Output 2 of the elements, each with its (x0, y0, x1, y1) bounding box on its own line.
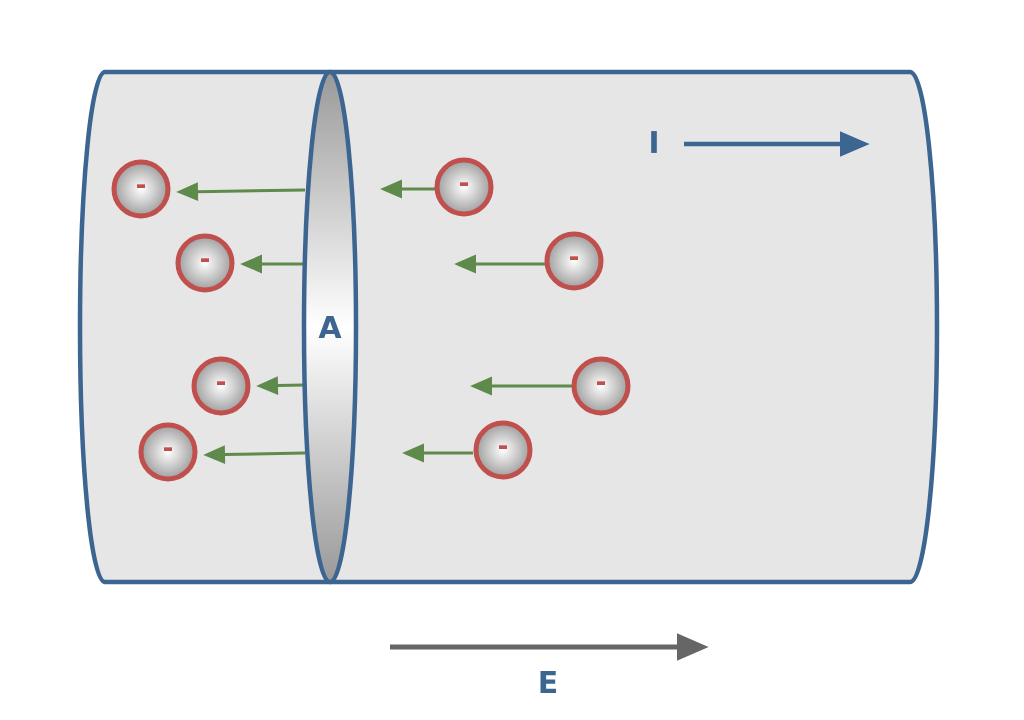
symbol-label: E (540, 671, 557, 693)
symbol-label: I (651, 131, 657, 153)
